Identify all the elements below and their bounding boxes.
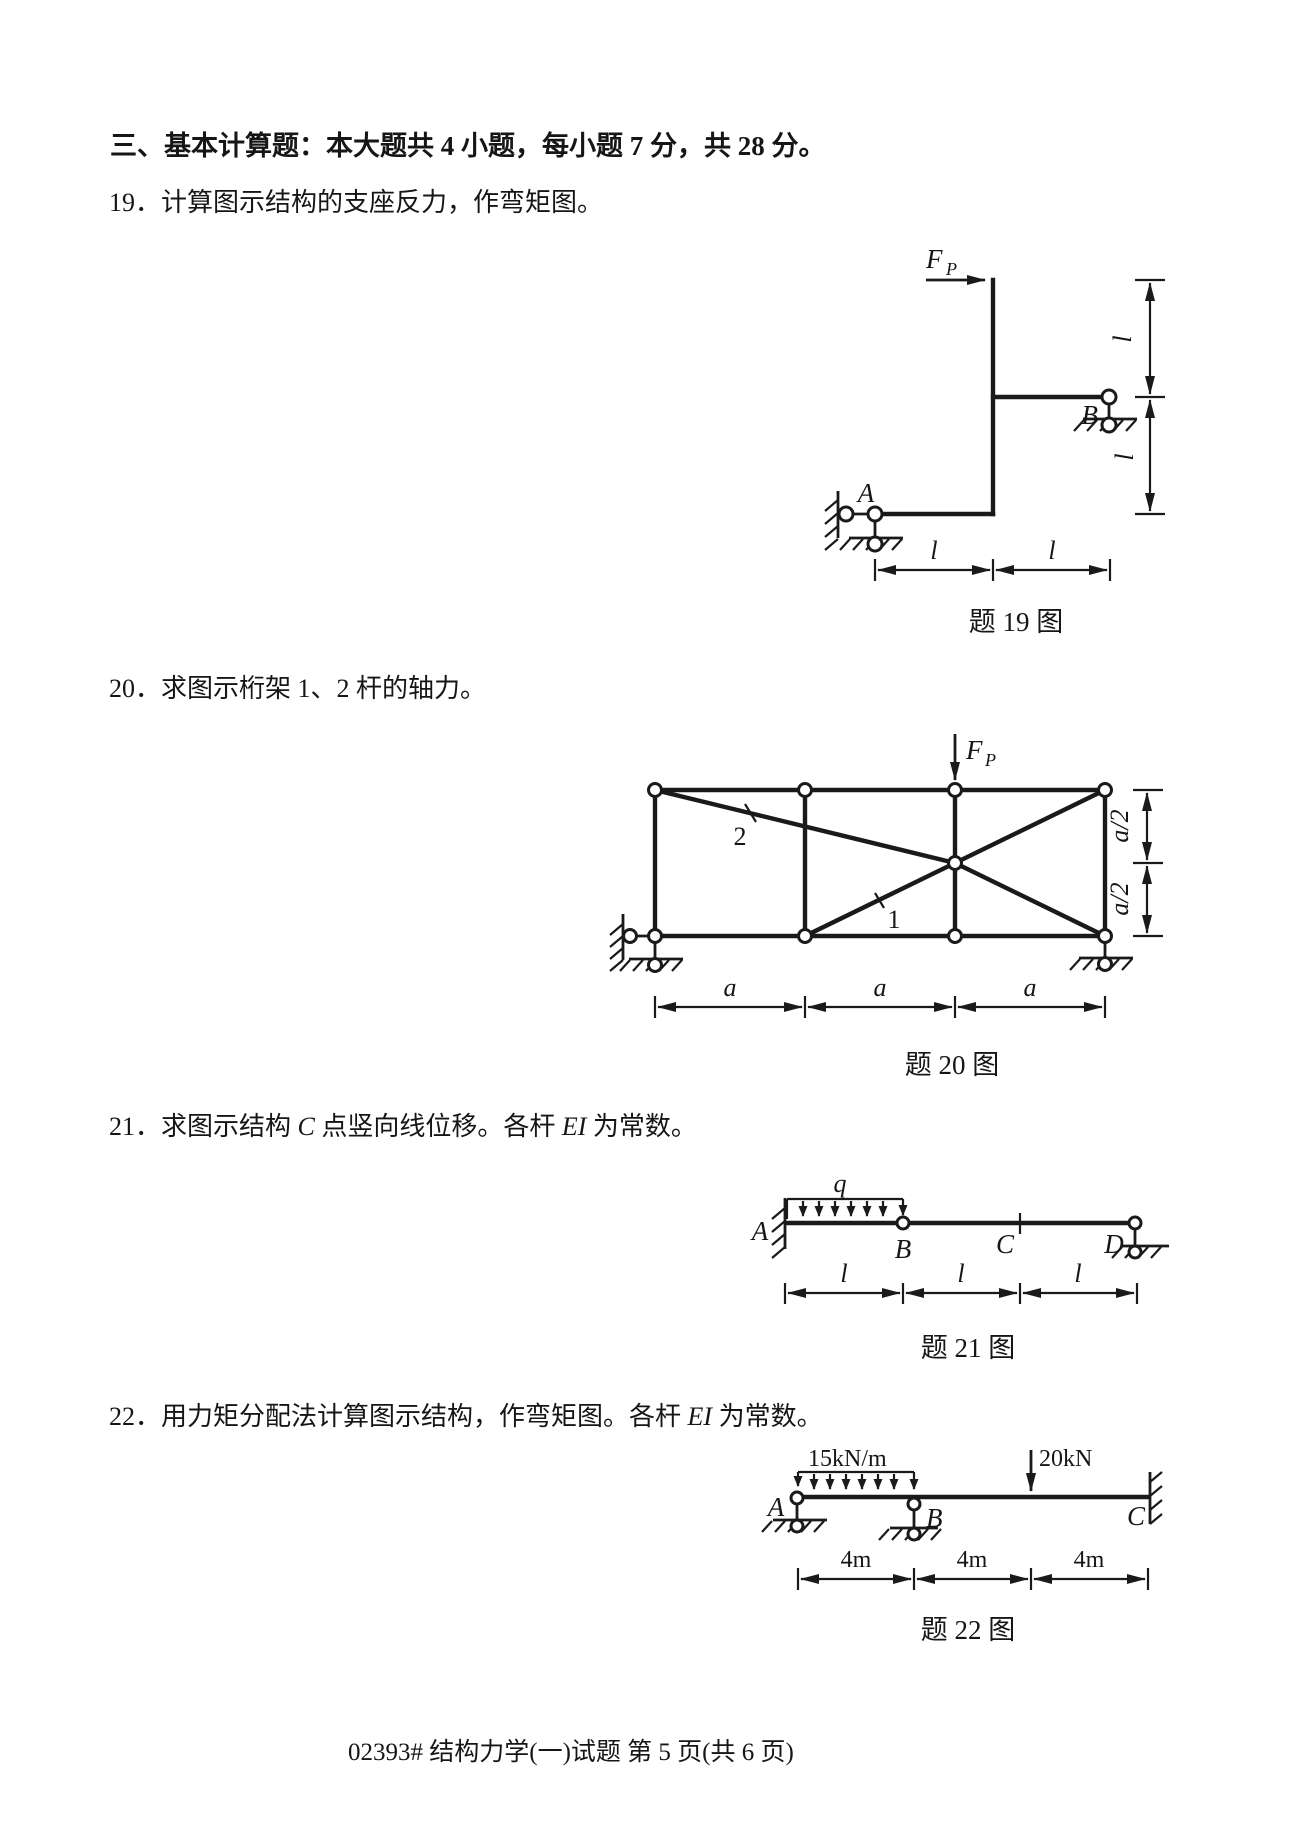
p22-dist-load-label: 15kN/m	[808, 1446, 887, 1472]
p20-ground-pin-right	[1097, 956, 1113, 972]
problem-21-text: 21．求图示结构 C 点竖向线位移。各杆 EI 为常数。	[109, 1106, 697, 1143]
p19-force-label: F	[925, 244, 943, 274]
p19-ground-pin-b	[1100, 416, 1118, 434]
p20-diagonal-bar-2	[652, 787, 958, 866]
p21-node-a-label: A	[750, 1216, 769, 1246]
p22-italic-ei: EI	[687, 1402, 713, 1431]
p20-truss-mid-node	[947, 855, 963, 871]
p20-ground-pin-left	[647, 957, 663, 973]
p20-truss-node	[797, 782, 813, 798]
p22-dim-label: 4m	[1074, 1547, 1105, 1573]
p19-node-b-label: B	[1082, 400, 1099, 430]
p20-bar-1-label: 1	[888, 905, 901, 934]
figure-19-diagram: F P A B l l l l	[824, 244, 1165, 581]
figure-20-caption: 题 20 图	[904, 1050, 1000, 1080]
p20-dim-label-a: a	[724, 973, 737, 1002]
figure-21-caption: 题 21 图	[920, 1333, 1016, 1363]
p20-dim-label-a: a	[874, 973, 887, 1002]
p21-text-part: 为常数。	[586, 1112, 697, 1141]
p20-truss-node	[797, 928, 813, 944]
p20-bar-2-label: 2	[734, 822, 747, 851]
p22-node-c-label: C	[1127, 1501, 1146, 1531]
p21-dim-label-l: l	[840, 1259, 847, 1288]
p22-pin-b-bottom	[906, 1526, 922, 1542]
p20-force-label: F	[965, 735, 983, 765]
p19-node-a-label: A	[856, 478, 875, 508]
p21-pin-d-bottom	[1127, 1244, 1143, 1260]
p22-text-part: 为常数。	[712, 1402, 823, 1431]
p21-node-c-label: C	[996, 1229, 1015, 1259]
p20-truss-node	[947, 928, 963, 944]
p21-pin-d-top	[1127, 1215, 1143, 1231]
p19-dim-label-l: l	[1110, 453, 1139, 460]
p22-text-part: 22．用力矩分配法计算图示结构，作弯矩图。各杆	[109, 1402, 688, 1431]
section-title: 三、基本计算题：本大题共 4 小题，每小题 7 分，共 28 分。	[110, 131, 826, 161]
p21-load-q-label: q	[834, 1172, 847, 1198]
p19-wall-pin	[837, 505, 855, 523]
p20-truss-node	[647, 928, 663, 944]
p20-dim-label-a: a	[1024, 973, 1037, 1002]
p19-dim-label-l: l	[1108, 335, 1137, 342]
p19-dim-label-l: l	[930, 536, 937, 565]
p20-truss-node	[647, 782, 663, 798]
figure-22-caption: 题 22 图	[920, 1615, 1016, 1645]
p20-bar-2-tick	[744, 803, 757, 823]
p22-dim-label: 4m	[957, 1547, 988, 1573]
p20-force-label-sub: P	[984, 750, 996, 770]
p22-node-b-label: B	[926, 1503, 943, 1533]
problem-20-text: 20．求图示桁架 1、2 杆的轴力。	[109, 674, 487, 703]
figure-21-diagram: A q B C D l l l	[750, 1172, 1169, 1304]
p21-dim-label-l: l	[957, 1259, 964, 1288]
p21-wall-hatch	[771, 1207, 786, 1259]
p20-wall-hatch	[609, 923, 624, 972]
p20-truss-node	[947, 782, 963, 798]
p20-dim-label-a2: a/2	[1105, 809, 1134, 842]
p22-node-a-label: A	[766, 1492, 785, 1522]
p22-dim-label: 4m	[841, 1547, 872, 1573]
p22-point-load-label: 20kN	[1039, 1446, 1092, 1472]
p19-wall-hatch	[824, 499, 839, 551]
p20-bar-1-tick	[874, 892, 885, 909]
p19-force-label-sub: P	[945, 259, 957, 279]
p21-italic-c: C	[297, 1112, 315, 1141]
p20-truss-node	[1097, 928, 1113, 944]
p19-ground-pin-a	[866, 535, 884, 553]
figure-22-diagram: A 15kN/m B 20kN C 4m 4m 4m	[761, 1446, 1163, 1590]
p22-wall-hatch-c	[1149, 1471, 1163, 1525]
figure-20-diagram: 2 1 F P a/2 a/2 a a a	[609, 734, 1163, 1018]
p21-text-part: 点竖向线位移。各杆	[314, 1112, 562, 1141]
p19-node-a-pin	[866, 505, 884, 523]
p21-dim-label-l: l	[1074, 1259, 1081, 1288]
figure-19-caption: 题 19 图	[968, 607, 1064, 637]
p20-wall-pin	[622, 928, 638, 944]
p21-text-part: 21．求图示结构	[109, 1112, 298, 1141]
p20-dim-label-a2: a/2	[1105, 882, 1134, 915]
p21-italic-ei: EI	[561, 1112, 587, 1141]
problem-22-text: 22．用力矩分配法计算图示结构，作弯矩图。各杆 EI 为常数。	[109, 1396, 823, 1433]
p21-node-d-label: D	[1103, 1229, 1124, 1259]
page-footer: 02393# 结构力学(一)试题 第 5 页(共 6 页)	[348, 1739, 794, 1766]
p19-node-b-pin	[1100, 388, 1118, 406]
p21-node-b-label: B	[895, 1234, 912, 1264]
p21-hinge-b	[895, 1215, 911, 1231]
p19-dim-label-l: l	[1048, 536, 1055, 565]
p22-pin-b-top	[906, 1496, 922, 1512]
p22-pin-a-bottom	[789, 1518, 805, 1534]
problem-19-text: 19．计算图示结构的支座反力，作弯矩图。	[109, 188, 604, 217]
p22-pin-a-top	[789, 1490, 805, 1506]
p20-truss-node	[1097, 782, 1113, 798]
p20-diagonal-lower-right	[952, 860, 1108, 939]
